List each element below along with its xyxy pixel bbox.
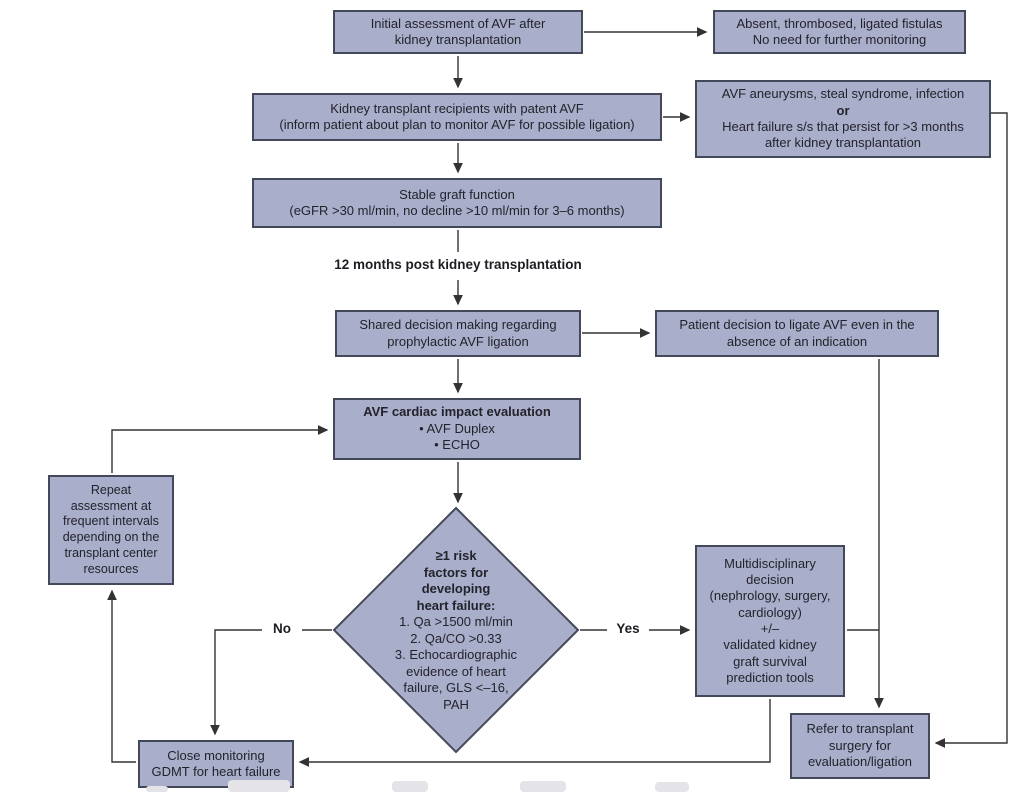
box-text-line: decision [746,571,794,587]
diamond-item-line: 1. Qa >1500 ml/min [399,614,513,629]
box-text-line: Patient decision to ligate AVF even in t… [679,317,915,333]
box-text-line: +/– [760,621,780,636]
connector-no-to-close [210,629,332,736]
box-text-line: Stable graft function [399,186,515,202]
box-bullet-line: • ECHO [434,437,480,453]
box-text-line: Heart failure s/s that persist for >3 mo… [722,119,964,134]
box-text-line: after kidney transplantation [764,135,922,151]
box-text-line: (inform patient about plan to monitor AV… [279,117,635,132]
absent-fistulas-box: Absent, thrombosed, ligated fistulas No … [713,10,966,54]
close-monitoring-box: Close monitoring GDMT for heart failure [138,740,294,788]
watermark-artifact [146,786,168,792]
patent-avf-recipients-box: Kidney transplant recipients with patent… [252,93,662,141]
box-text-line: (eGFR >30 ml/min, no decline >10 ml/min … [289,203,625,218]
watermark-artifact [655,782,689,792]
repeat-assessment-box: Repeat assessment at frequent intervals … [48,475,174,585]
box-text-line: (nephrology, surgery, [709,588,831,604]
box-bullet-line: • AVF Duplex [419,420,495,436]
box-text-line: AVF aneurysms, steal syndrome, infection [721,86,965,102]
shared-decision-box: Shared decision making regarding prophyl… [335,310,581,357]
yes-edge-label: Yes [607,621,649,636]
watermark-artifact [392,781,428,792]
patient-ligate-decision-box: Patient decision to ligate AVF even in t… [655,310,939,357]
risk-factors-diamond-text: ≥1 risk factors for developing heart fai… [356,548,556,713]
box-text-line: kidney transplantation [394,32,522,47]
diamond-item-line: 2. Qa/CO >0.33 [410,630,502,646]
box-text-line: evaluation/ligation [807,754,913,770]
connector-repeat-to-cardiac [111,425,329,473]
box-text-line: depending on the [62,530,160,544]
box-text-line: absence of an indication [726,333,868,349]
connector-close-to-repeat [107,589,136,763]
box-text-line: cardiology) [738,604,802,620]
box-text-line: prediction tools [726,670,814,686]
box-text-line: Absent, thrombosed, ligated fistulas [736,15,943,31]
watermark-artifact [520,781,566,792]
box-text-line: Refer to transplant [806,721,914,737]
diamond-item-line: evidence of heart [406,663,506,679]
box-text-line: Initial assessment of AVF after [370,15,546,31]
box-text-line: Kidney transplant recipients with patent… [330,100,584,116]
watermark-artifact [228,780,290,792]
box-text-line: or [836,102,850,118]
box-text-line: GDMT for heart failure [151,764,281,779]
stable-graft-function-box: Stable graft function (eGFR >30 ml/min, … [252,178,662,228]
connector-multi-to-close [298,699,771,767]
initial-assessment-box: Initial assessment of AVF after kidney t… [333,10,583,54]
connector-aneurysms-to-refer [934,112,1008,748]
diamond-title-line: developing [421,581,491,596]
box-text-line: validated kidney [723,637,817,653]
box-text-line: Shared decision making regarding [359,317,557,333]
diamond-title-line: ≥1 risk [435,548,477,563]
box-text-line: Multidisciplinary [724,555,816,571]
diamond-title-line: heart failure: [416,597,496,613]
box-text-line: assessment at [70,498,152,513]
diamond-item-line: PAH [443,696,469,712]
box-text-line: resources [83,561,139,576]
box-text-line: transplant center [64,545,158,560]
diamond-title-line: factors for [423,564,489,580]
box-text-line: graft survival [733,653,807,669]
twelve-months-label: 12 months post kidney transplantation [334,257,582,272]
cardiac-impact-evaluation-box: AVF cardiac impact evaluation • AVF Dupl… [333,398,581,460]
avf-complications-box: AVF aneurysms, steal syndrome, infection… [695,80,991,158]
box-text-line: frequent intervals [63,514,159,529]
refer-transplant-surgery-box: Refer to transplant surgery for evaluati… [790,713,930,779]
box-text-line: prophylactic AVF ligation [387,333,529,349]
box-text-line: Close monitoring [167,747,265,763]
box-title-line: AVF cardiac impact evaluation [363,404,551,420]
box-text-line: Repeat [90,482,132,497]
no-edge-label: No [262,621,302,636]
box-text-line: surgery for [828,737,892,753]
box-text-line: No need for further monitoring [752,32,927,47]
multidisciplinary-decision-box: Multidisciplinary decision (nephrology, … [695,545,845,697]
risk-decision-diamond [332,506,580,754]
diamond-item-line: failure, GLS <–16, [403,680,509,695]
diamond-item-line: 3. Echocardiographic [394,647,518,662]
